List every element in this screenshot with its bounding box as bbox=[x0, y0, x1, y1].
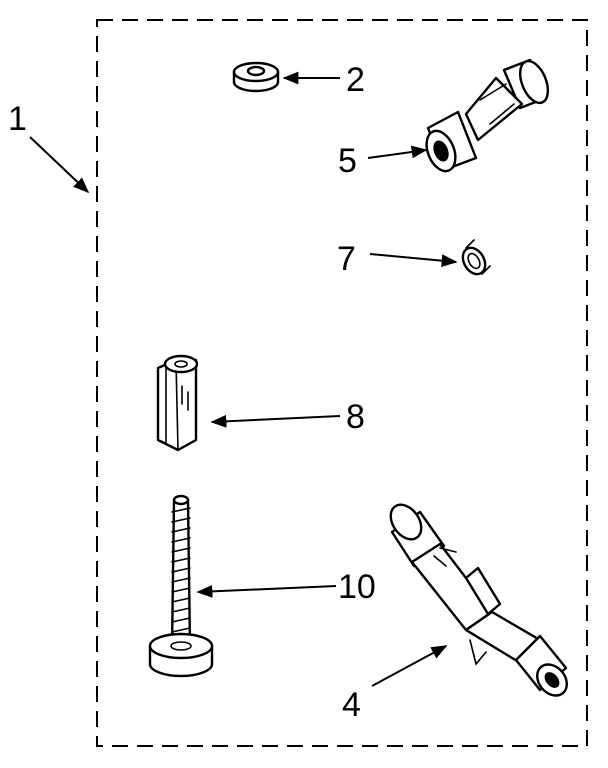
leader-10 bbox=[196, 584, 337, 598]
callout-8: 8 bbox=[346, 398, 365, 436]
callout-1: 1 bbox=[8, 100, 27, 138]
callout-4: 4 bbox=[342, 686, 361, 724]
leader-7 bbox=[369, 253, 458, 268]
washer-part bbox=[232, 61, 280, 93]
kit-boundary bbox=[96, 19, 588, 747]
callout-2: 2 bbox=[346, 61, 365, 99]
leader-8 bbox=[210, 414, 341, 428]
leader-4 bbox=[371, 645, 448, 687]
callout-7: 7 bbox=[337, 240, 356, 278]
standoff-part bbox=[156, 354, 199, 452]
screw-part bbox=[148, 494, 214, 678]
callout-5: 5 bbox=[338, 142, 357, 180]
callout-10: 10 bbox=[338, 568, 376, 606]
bent-connector-part bbox=[389, 503, 568, 697]
leader-1 bbox=[29, 136, 90, 194]
leader-5 bbox=[367, 145, 428, 159]
clip-part bbox=[461, 239, 491, 276]
hose-connector-part bbox=[425, 58, 550, 173]
